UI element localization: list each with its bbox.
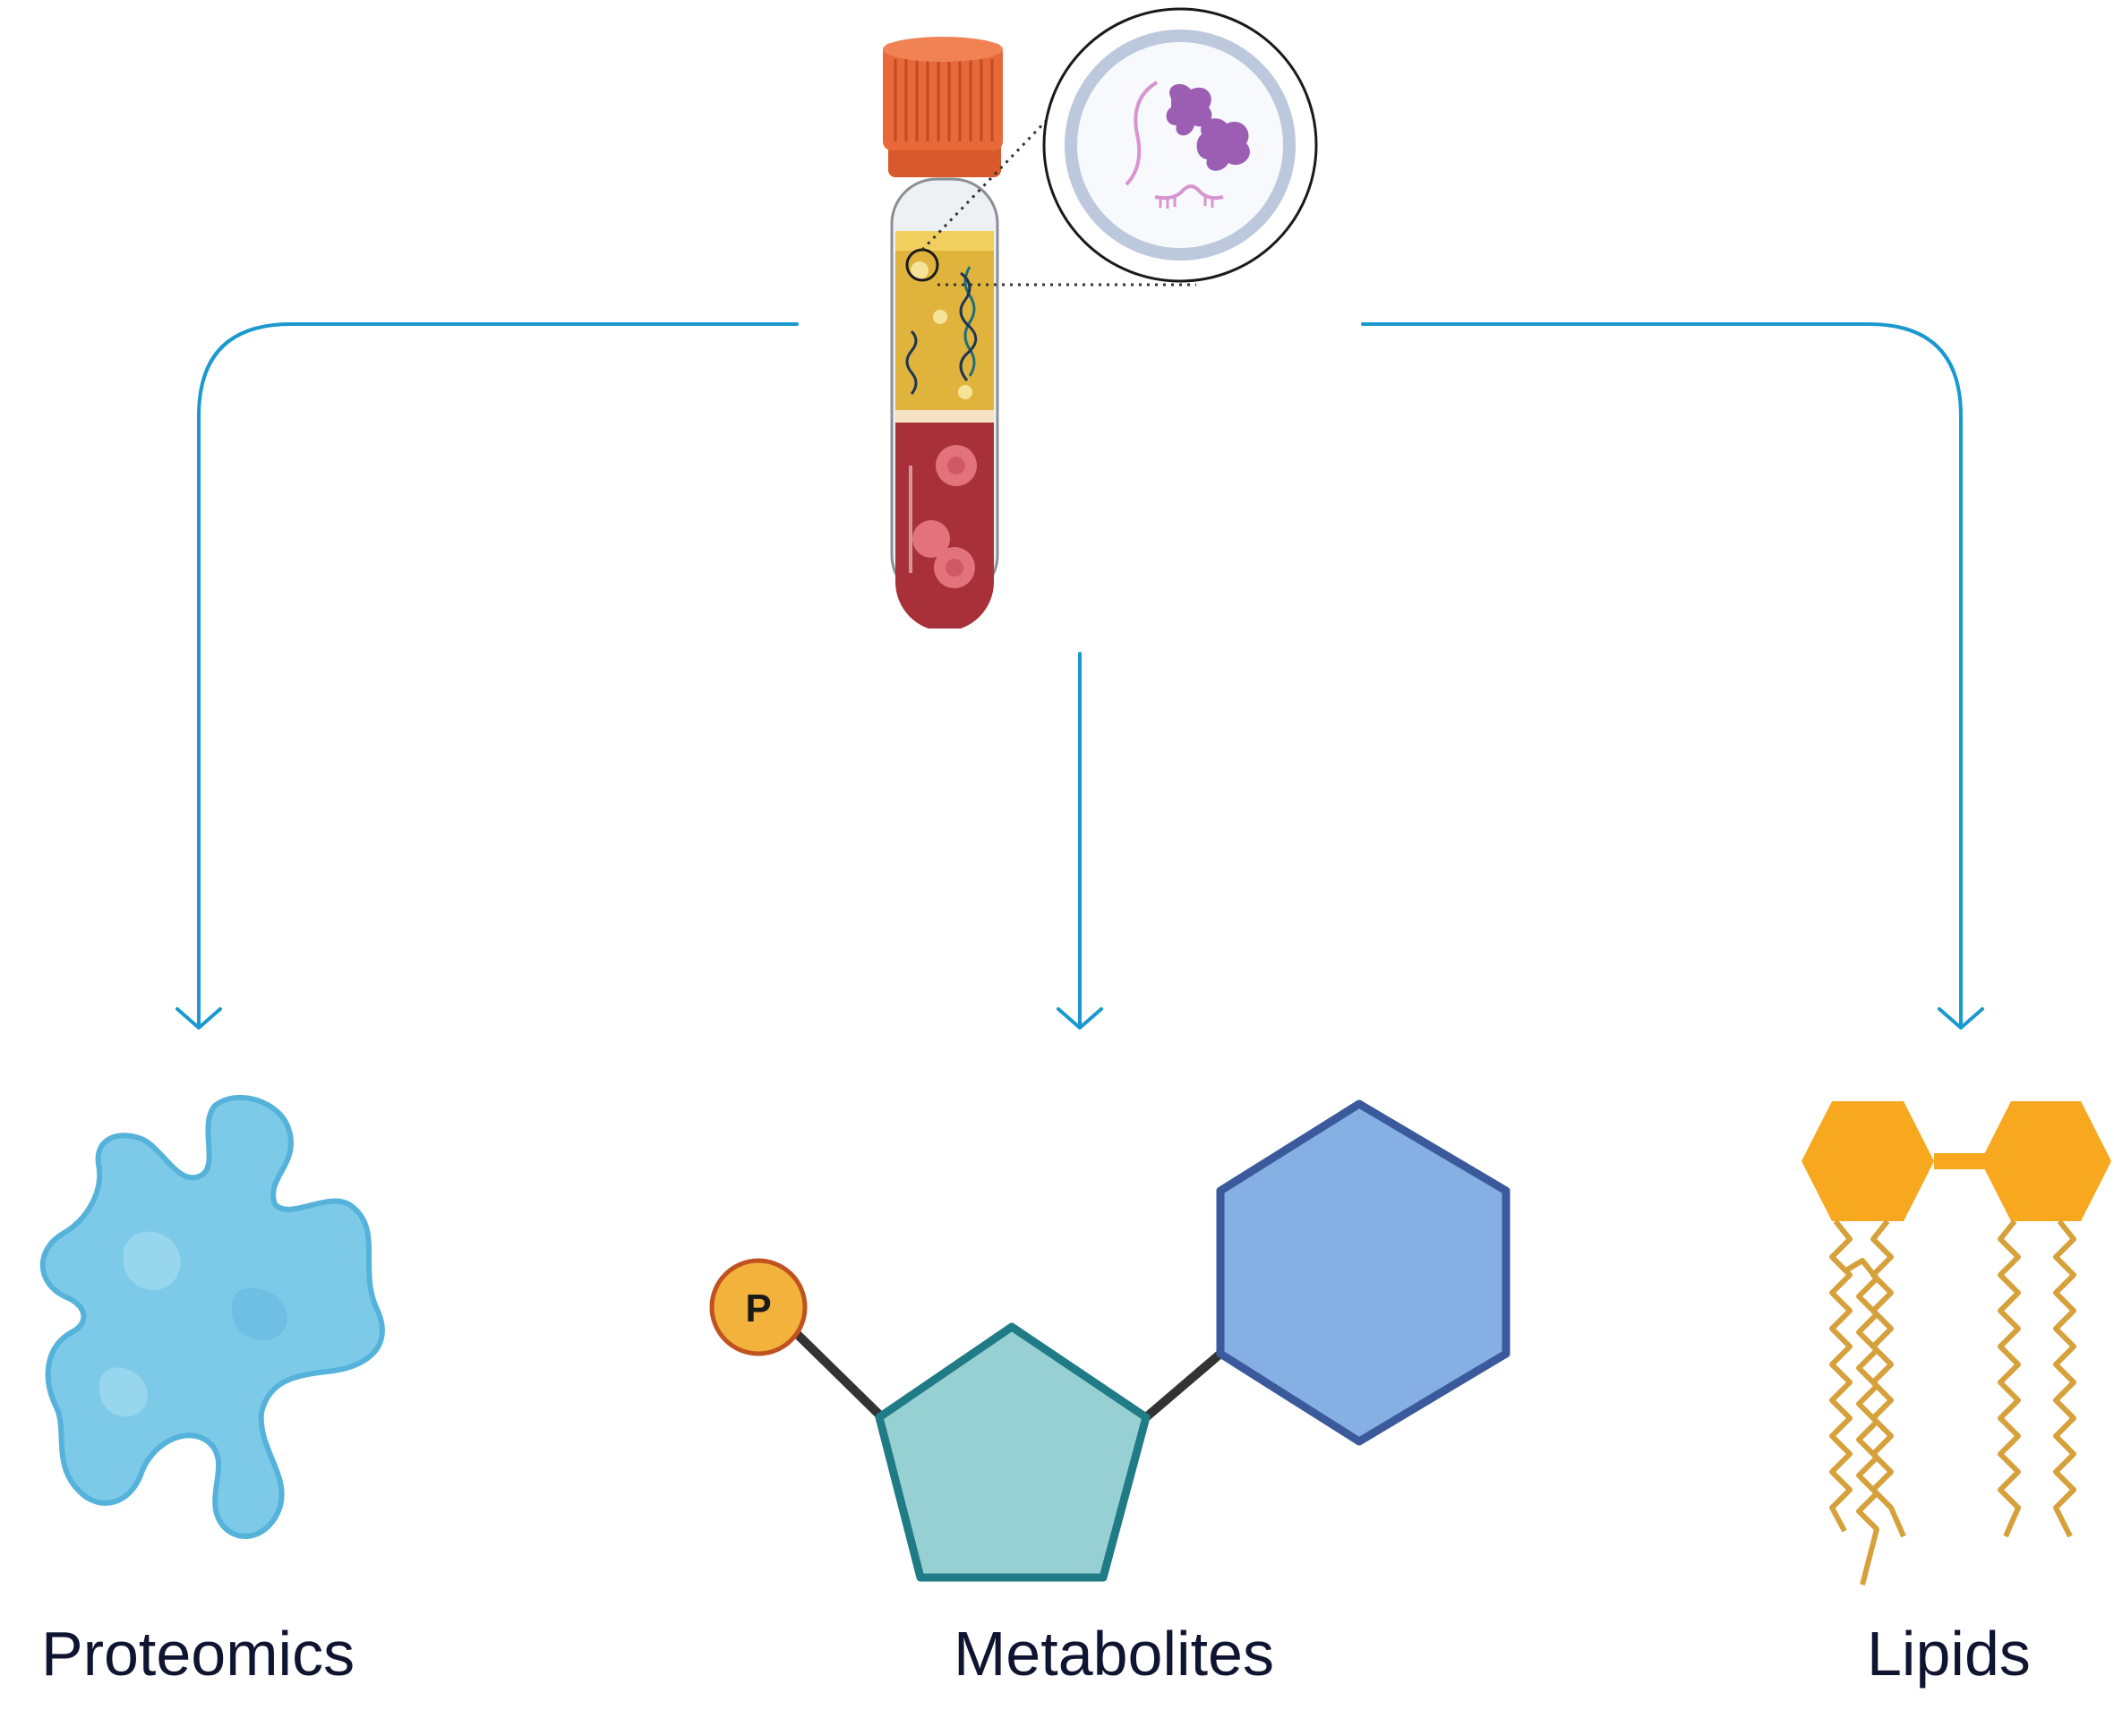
- lipid-molecule-icon: [1802, 1101, 2111, 1586]
- arrowhead-lipids: [1938, 1007, 1984, 1030]
- magnified-plasma-icon: [920, 7, 1318, 286]
- flow-arrows: [175, 322, 1984, 1030]
- phosphate-label: P: [745, 1287, 771, 1330]
- arrowhead-proteomics: [175, 1007, 222, 1030]
- label-proteomics: Proteomics: [41, 1619, 355, 1689]
- arrow-to-proteomics: [197, 322, 799, 1027]
- arrow-to-lipids: [1361, 322, 1963, 1027]
- arrowhead-metabolites: [1057, 1007, 1103, 1030]
- metabolite-molecule-icon: P: [709, 1099, 1511, 1582]
- label-metabolites: Metabolites: [954, 1619, 1274, 1689]
- blood-tube-icon: [883, 37, 1003, 629]
- label-lipids: Lipids: [1867, 1619, 2031, 1689]
- protein-blob-icon: [39, 1095, 385, 1539]
